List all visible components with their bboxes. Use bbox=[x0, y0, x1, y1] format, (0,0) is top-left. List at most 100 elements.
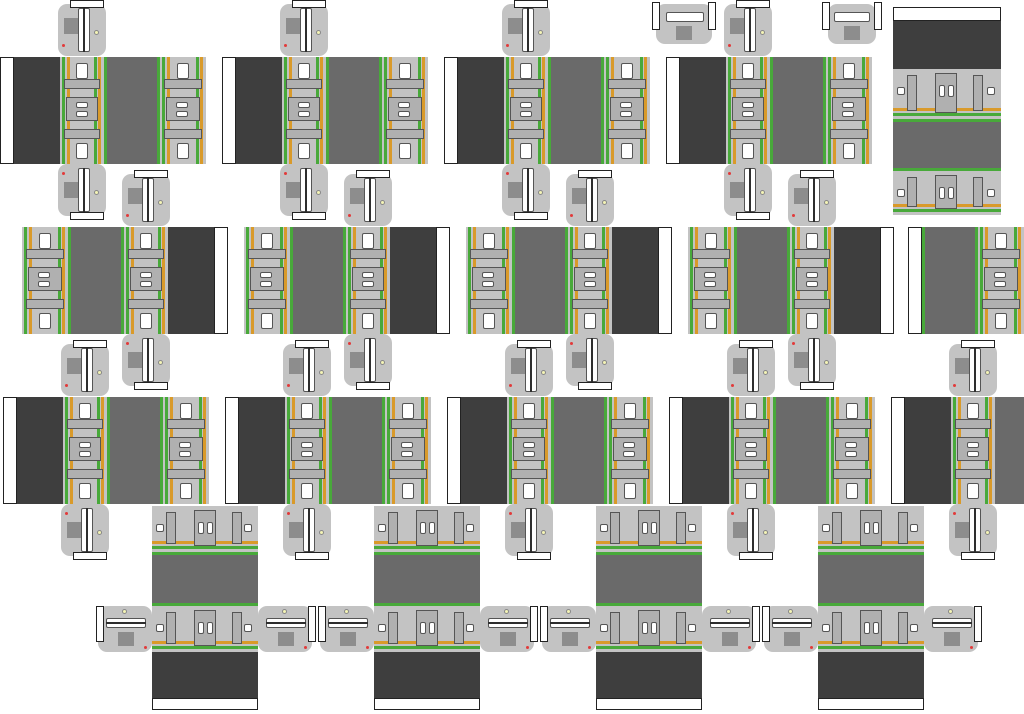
train-door-icon bbox=[67, 469, 103, 479]
control-panel bbox=[511, 522, 527, 538]
train-door-icon bbox=[454, 612, 464, 644]
green-stripe bbox=[287, 397, 290, 504]
car-roof bbox=[995, 397, 1024, 504]
control-panel bbox=[508, 182, 524, 198]
train-window-icon bbox=[584, 281, 596, 287]
windshield-divider bbox=[308, 508, 310, 552]
train-window-icon bbox=[156, 624, 164, 632]
train-window-icon bbox=[806, 313, 818, 329]
train-window-icon bbox=[642, 622, 648, 634]
control-panel bbox=[67, 358, 83, 374]
train-window-icon bbox=[140, 233, 152, 249]
tail-marker bbox=[506, 44, 509, 47]
glue-tab bbox=[752, 606, 760, 642]
vertical-car-kit-r3-2 bbox=[225, 340, 455, 560]
green-stripe bbox=[596, 552, 702, 555]
green-stripe bbox=[601, 57, 604, 164]
train-window-icon bbox=[39, 313, 51, 329]
train-door-icon bbox=[470, 249, 508, 259]
train-door-icon bbox=[611, 419, 649, 429]
train-door-icon bbox=[692, 249, 730, 259]
car-roof bbox=[773, 397, 829, 504]
control-panel bbox=[500, 632, 516, 646]
train-door-icon bbox=[835, 437, 869, 461]
train-door-icon bbox=[957, 437, 989, 461]
car-lower-side bbox=[458, 57, 504, 164]
green-stripe bbox=[290, 227, 293, 334]
tail-marker bbox=[287, 384, 290, 387]
train-door-icon bbox=[832, 97, 866, 121]
train-window-icon bbox=[742, 63, 754, 79]
train-door-icon bbox=[232, 612, 242, 644]
tail-marker bbox=[65, 384, 68, 387]
windshield-divider bbox=[974, 508, 976, 552]
headlight-icon bbox=[94, 30, 99, 35]
horizontal-car-kit-r4-1 bbox=[96, 506, 316, 712]
green-stripe bbox=[104, 57, 107, 164]
car-roof bbox=[326, 57, 382, 164]
train-window-icon bbox=[745, 403, 757, 419]
train-window-icon bbox=[704, 281, 716, 287]
vertical-car-kit-r2-2 bbox=[244, 170, 474, 390]
train-window-icon bbox=[298, 111, 310, 117]
train-cab-front-icon bbox=[666, 12, 704, 22]
train-window-icon bbox=[362, 233, 374, 249]
train-door-icon bbox=[572, 299, 608, 309]
glue-tab bbox=[292, 0, 326, 8]
control-panel bbox=[562, 632, 578, 646]
glue-tab bbox=[530, 606, 538, 642]
glue-tab bbox=[578, 382, 612, 390]
horizontal-car-kit-r4-4 bbox=[762, 506, 982, 712]
train-door-icon bbox=[248, 249, 286, 259]
green-stripe bbox=[953, 397, 956, 504]
green-stripe bbox=[596, 603, 702, 606]
orange-stripe bbox=[989, 397, 992, 504]
train-door-icon bbox=[194, 610, 216, 646]
orange-stripe bbox=[767, 397, 770, 504]
train-door-icon bbox=[733, 469, 769, 479]
green-stripe bbox=[893, 168, 1001, 171]
car-lower-side bbox=[596, 652, 702, 698]
glue-tab bbox=[295, 340, 329, 348]
train-window-icon bbox=[873, 622, 879, 634]
glue-tab bbox=[578, 170, 612, 178]
orange-stripe bbox=[425, 397, 428, 504]
orange-stripe bbox=[828, 227, 831, 334]
control-panel bbox=[733, 522, 749, 538]
green-stripe bbox=[68, 227, 71, 334]
orange-stripe bbox=[866, 57, 869, 164]
train-window-icon bbox=[745, 451, 757, 457]
train-door-icon bbox=[574, 267, 606, 291]
train-window-icon bbox=[987, 87, 995, 95]
green-stripe bbox=[468, 227, 471, 334]
train-window-icon bbox=[806, 233, 818, 249]
train-door-icon bbox=[289, 469, 325, 479]
train-window-icon bbox=[402, 483, 414, 499]
vertical-car-kit-r1-3 bbox=[444, 0, 674, 220]
headlight-icon bbox=[541, 370, 546, 375]
train-door-icon bbox=[794, 249, 830, 259]
green-stripe bbox=[831, 397, 834, 504]
train-window-icon bbox=[842, 111, 854, 117]
train-window-icon bbox=[207, 522, 213, 534]
tail-marker bbox=[570, 214, 573, 217]
green-stripe bbox=[570, 227, 573, 334]
tail-marker bbox=[731, 384, 734, 387]
train-window-icon bbox=[897, 87, 905, 95]
train-door-icon bbox=[935, 73, 957, 113]
train-door-icon bbox=[735, 437, 767, 461]
control-panel bbox=[572, 352, 588, 368]
train-door-icon bbox=[28, 267, 62, 291]
train-door-icon bbox=[638, 610, 660, 646]
train-door-icon bbox=[288, 97, 320, 121]
train-door-icon bbox=[389, 419, 427, 429]
vertical-car-kit-r2-1 bbox=[22, 170, 252, 390]
glue-tab bbox=[318, 606, 326, 642]
headlight-icon bbox=[763, 370, 768, 375]
train-window-icon bbox=[584, 233, 596, 249]
glue-tab bbox=[0, 57, 14, 164]
train-door-icon bbox=[796, 267, 828, 291]
windshield-divider bbox=[527, 168, 529, 212]
green-stripe bbox=[384, 57, 387, 164]
orange-stripe bbox=[422, 57, 425, 164]
